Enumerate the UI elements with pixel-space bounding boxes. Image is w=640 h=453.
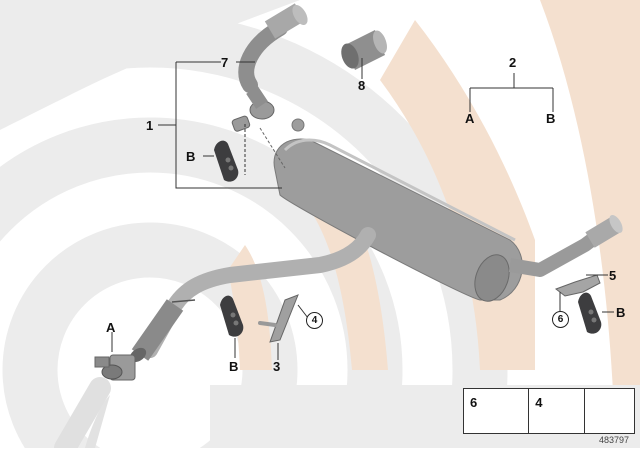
rear-silencer xyxy=(259,118,623,302)
rubber-mount-b1 xyxy=(214,140,239,182)
pipe-clamp-a xyxy=(54,354,136,453)
legend-item-nut[interactable]: 6 xyxy=(464,389,530,433)
callout-4-circled[interactable]: 4 xyxy=(306,312,323,329)
callout-b2[interactable]: B xyxy=(229,359,239,374)
tail-pipe-7 xyxy=(231,3,308,132)
callout-8[interactable]: 8 xyxy=(358,78,366,93)
rubber-mount-b2 xyxy=(220,295,244,337)
bracket-5 xyxy=(554,274,601,297)
legend-item-symbol xyxy=(585,389,634,433)
callout-2[interactable]: 2 xyxy=(509,55,517,70)
callout-6-circled[interactable]: 6 xyxy=(552,311,569,328)
callout-2b[interactable]: B xyxy=(546,111,556,126)
reference-number: 483797 xyxy=(599,435,630,445)
rubber-mount-b3 xyxy=(578,292,602,334)
legend-number-6: 6 xyxy=(470,395,478,410)
callout-5[interactable]: 5 xyxy=(609,268,617,283)
callout-b3[interactable]: B xyxy=(616,305,626,320)
callout-b1[interactable]: B xyxy=(186,149,196,164)
callout-3[interactable]: 3 xyxy=(273,359,281,374)
callout-a1[interactable]: A xyxy=(106,320,116,335)
tail-trim-8 xyxy=(341,30,387,70)
bracket-3 xyxy=(258,294,299,343)
fastener-legend: 6 4 xyxy=(463,388,635,434)
callout-lines xyxy=(111,58,614,360)
callout-1[interactable]: 1 xyxy=(146,118,154,133)
callout-2a[interactable]: A xyxy=(465,111,475,126)
callout-7[interactable]: 7 xyxy=(221,55,229,70)
legend-number-4: 4 xyxy=(535,395,543,410)
legend-item-bolt[interactable]: 4 xyxy=(529,389,585,433)
